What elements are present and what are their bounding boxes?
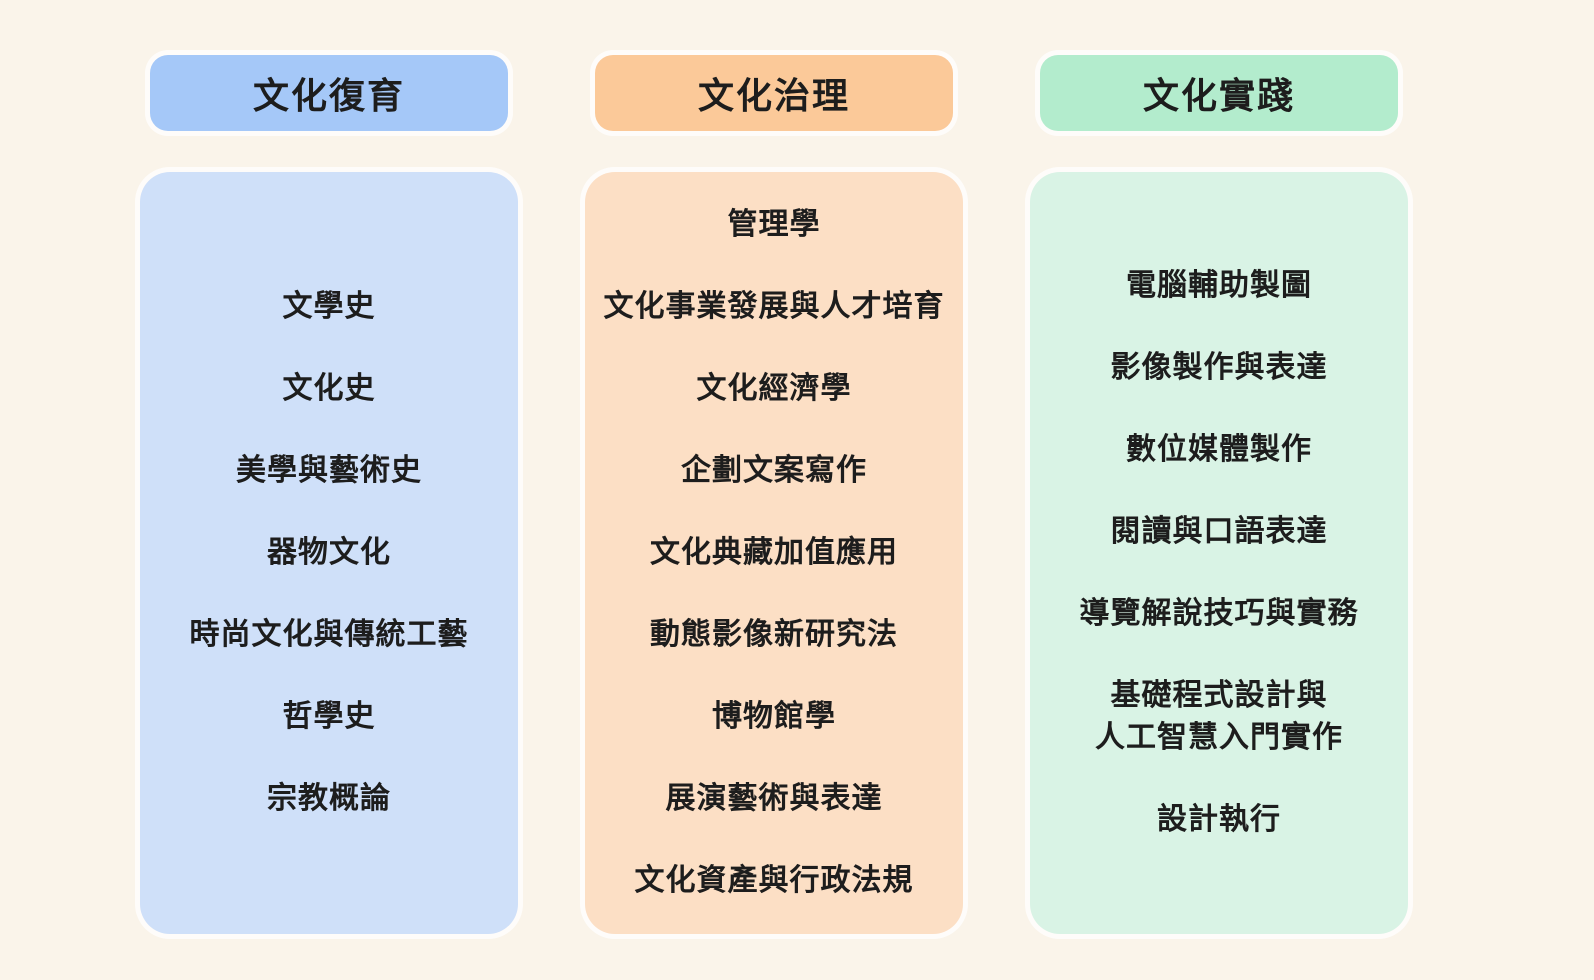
category-header-cultural-revitalization: 文化復育 — [150, 55, 508, 131]
course-item: 數位媒體製作 — [1126, 433, 1312, 466]
course-item: 管理學 — [727, 208, 821, 241]
course-item: 哲學史 — [282, 700, 376, 733]
course-item: 閱讀與口語表達 — [1110, 515, 1328, 548]
course-item: 電腦輔助製圖 — [1126, 269, 1312, 302]
course-item: 文化事業發展與人才培育 — [603, 290, 945, 323]
category-header-cultural-practice: 文化實踐 — [1040, 55, 1398, 131]
course-item: 博物館學 — [712, 700, 836, 733]
course-item: 展演藝術與表達 — [665, 782, 883, 815]
course-panel-cultural-governance: 管理學文化事業發展與人才培育文化經濟學企劃文案寫作文化典藏加值應用動態影像新研究… — [585, 172, 963, 934]
category-header-label: 文化實踐 — [1142, 75, 1295, 116]
course-item: 動態影像新研究法 — [650, 618, 898, 651]
course-item: 文學史 — [282, 290, 376, 323]
course-item: 導覽解說技巧與實務 — [1079, 597, 1359, 630]
category-header-label: 文化復育 — [252, 75, 405, 116]
course-panel-cultural-practice: 電腦輔助製圖影像製作與表達數位媒體製作閱讀與口語表達導覽解說技巧與實務基礎程式設… — [1030, 172, 1408, 934]
course-item: 文化經濟學 — [696, 372, 852, 405]
category-column-cultural-revitalization: 文化復育 文學史文化史美學與藝術史器物文化時尚文化與傳統工藝哲學史宗教概論 — [140, 55, 518, 934]
category-columns: 文化復育 文學史文化史美學與藝術史器物文化時尚文化與傳統工藝哲學史宗教概論 文化… — [140, 55, 1408, 934]
category-column-cultural-practice: 文化實踐 電腦輔助製圖影像製作與表達數位媒體製作閱讀與口語表達導覽解說技巧與實務… — [1030, 55, 1408, 934]
course-item: 宗教概論 — [267, 782, 391, 815]
course-item: 文化典藏加值應用 — [650, 536, 898, 569]
course-item: 設計執行 — [1157, 803, 1281, 836]
course-item: 文化史 — [282, 372, 376, 405]
course-item: 時尚文化與傳統工藝 — [189, 618, 469, 651]
category-header-cultural-governance: 文化治理 — [595, 55, 953, 131]
course-item: 影像製作與表達 — [1110, 351, 1328, 384]
course-item: 企劃文案寫作 — [681, 454, 867, 487]
course-item: 美學與藝術史 — [236, 454, 422, 487]
course-item: 文化資產與行政法規 — [634, 864, 914, 897]
category-column-cultural-governance: 文化治理 管理學文化事業發展與人才培育文化經濟學企劃文案寫作文化典藏加值應用動態… — [585, 55, 963, 934]
course-panel-cultural-revitalization: 文學史文化史美學與藝術史器物文化時尚文化與傳統工藝哲學史宗教概論 — [140, 172, 518, 934]
course-item: 基礎程式設計與 人工智慧入門實作 — [1095, 679, 1343, 754]
category-header-label: 文化治理 — [697, 75, 850, 116]
course-item: 器物文化 — [267, 536, 391, 569]
